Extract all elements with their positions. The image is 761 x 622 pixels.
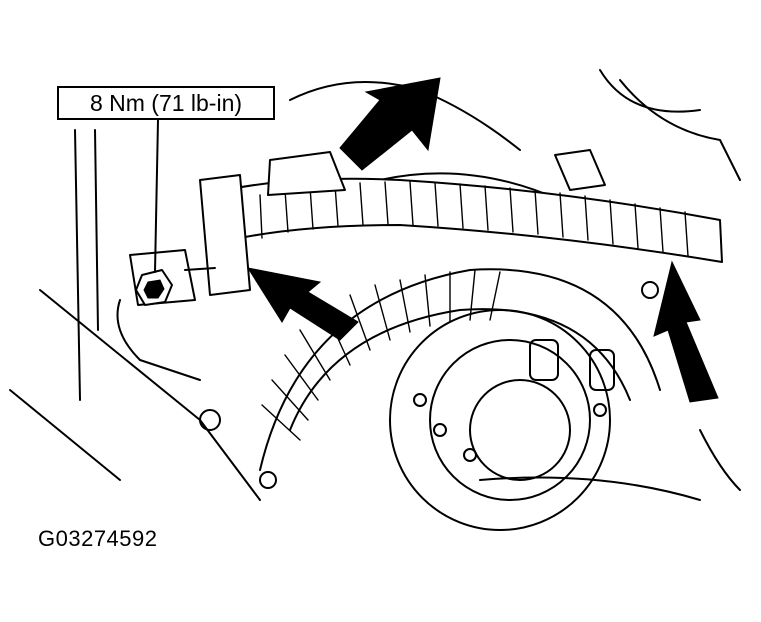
- fastener-icon: [135, 119, 173, 306]
- figure-id: G03274592: [38, 526, 158, 551]
- arrow-icon: [246, 267, 359, 341]
- alternator-body: [259, 268, 661, 531]
- torque-callout: 8 Nm (71 lb-in): [57, 86, 275, 120]
- arrow-icon: [653, 260, 719, 403]
- connector-assembly: [116, 174, 251, 381]
- bolt-lower: [199, 281, 659, 489]
- arrow-icon: [339, 77, 441, 171]
- wiring-harness: [224, 149, 723, 263]
